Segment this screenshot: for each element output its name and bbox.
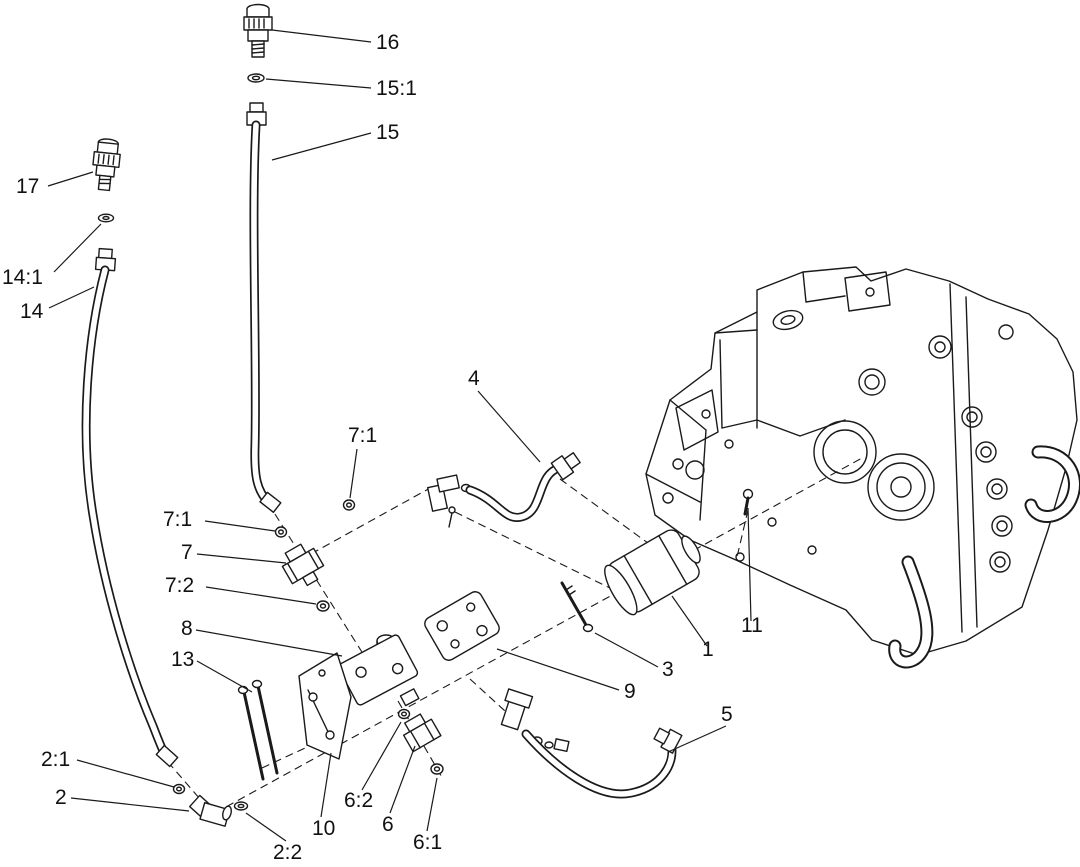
part-10-bracket <box>298 652 352 760</box>
callout-leader-line <box>320 752 332 818</box>
callout-leader-line <box>496 648 620 691</box>
callout-leader-line <box>76 759 175 788</box>
callout-label: 14 <box>20 300 44 323</box>
callout-leader-line <box>271 29 372 43</box>
part-15-hose <box>246 102 282 513</box>
part-6-1-oring <box>430 763 444 775</box>
callout-label: 5 <box>721 703 733 726</box>
callout-label: 8 <box>181 617 193 640</box>
callout-layer: 1615:1151714:11447:17:177:28139311152:12… <box>2 29 763 864</box>
part-5-hose <box>500 688 683 799</box>
callout-leader-line <box>48 286 95 309</box>
callout-leader-line <box>271 132 372 161</box>
callout-label: 2 <box>55 786 67 809</box>
part-15-1-washer <box>247 73 265 83</box>
part-17-coupler <box>92 138 121 192</box>
part-2-2-washer <box>233 801 249 811</box>
callout-leader-line <box>265 78 372 89</box>
part-4-hose <box>426 452 581 528</box>
part-6-fitting <box>402 713 442 753</box>
part-13-bolts <box>237 679 279 781</box>
part-14-1-washer <box>97 213 115 223</box>
callout-label: 15 <box>376 121 399 144</box>
part-2-elbow <box>189 794 233 827</box>
callout-label: 11 <box>741 614 763 637</box>
part-2-1-oring <box>172 783 186 795</box>
callout-label: 14:1 <box>2 266 43 289</box>
callout-leader-line <box>349 448 358 499</box>
callout-leader-line <box>361 721 402 791</box>
callout-leader-line <box>204 520 276 532</box>
part-7-1-oring-lower <box>274 526 288 538</box>
part-1-hydraulic-motor <box>604 529 701 616</box>
gearbox-housing <box>645 266 1080 669</box>
callout-label: 10 <box>312 817 335 840</box>
callout-label: 3 <box>662 658 674 681</box>
callout-leader-line <box>594 632 659 668</box>
callout-leader-line <box>389 745 416 814</box>
callout-label: 6:1 <box>413 831 442 854</box>
callout-leader-line <box>426 777 438 832</box>
callout-label: 2:2 <box>273 841 302 864</box>
part-7-2-oring <box>316 600 330 612</box>
callout-label: 7:1 <box>348 424 377 447</box>
part-6-2-oring <box>397 708 411 720</box>
callout-label: 2:1 <box>41 748 70 771</box>
part-16-coupler <box>243 3 273 58</box>
callout-leader-line <box>53 223 102 273</box>
callout-leader-line <box>195 629 343 657</box>
housing-hook <box>1024 445 1080 523</box>
part-3-bolt <box>560 581 594 633</box>
part-11-bolt <box>742 488 754 516</box>
callout-leader-line <box>47 171 94 187</box>
callout-label: 6:2 <box>344 789 373 812</box>
part-7-fitting <box>281 543 325 587</box>
part-7-1-oring-upper <box>342 499 356 511</box>
callout-leader-line <box>667 725 727 753</box>
callout-label: 4 <box>468 367 480 390</box>
callout-label: 1 <box>702 638 714 661</box>
callout-label: 6 <box>382 813 394 836</box>
callout-label: 9 <box>624 680 636 703</box>
callout-leader-line <box>671 595 708 647</box>
callout-label: 17 <box>16 175 39 198</box>
housing-handle <box>888 555 934 669</box>
callout-label: 7:2 <box>165 574 194 597</box>
callout-leader-line <box>477 390 541 463</box>
callout-leader-line <box>747 507 752 622</box>
part-9-plate <box>424 591 500 661</box>
part-14-hose <box>81 247 179 768</box>
callout-label: 13 <box>171 648 194 671</box>
callout-leader-line <box>196 660 253 693</box>
callout-label: 7:1 <box>163 508 192 531</box>
callout-label: 15:1 <box>376 77 417 100</box>
callout-leader-line <box>205 586 317 605</box>
callout-label: 7 <box>181 541 193 564</box>
callout-label: 16 <box>376 31 399 54</box>
callout-leader-line <box>245 812 287 842</box>
callout-leader-line <box>196 553 287 564</box>
callout-leader-line <box>70 797 190 812</box>
